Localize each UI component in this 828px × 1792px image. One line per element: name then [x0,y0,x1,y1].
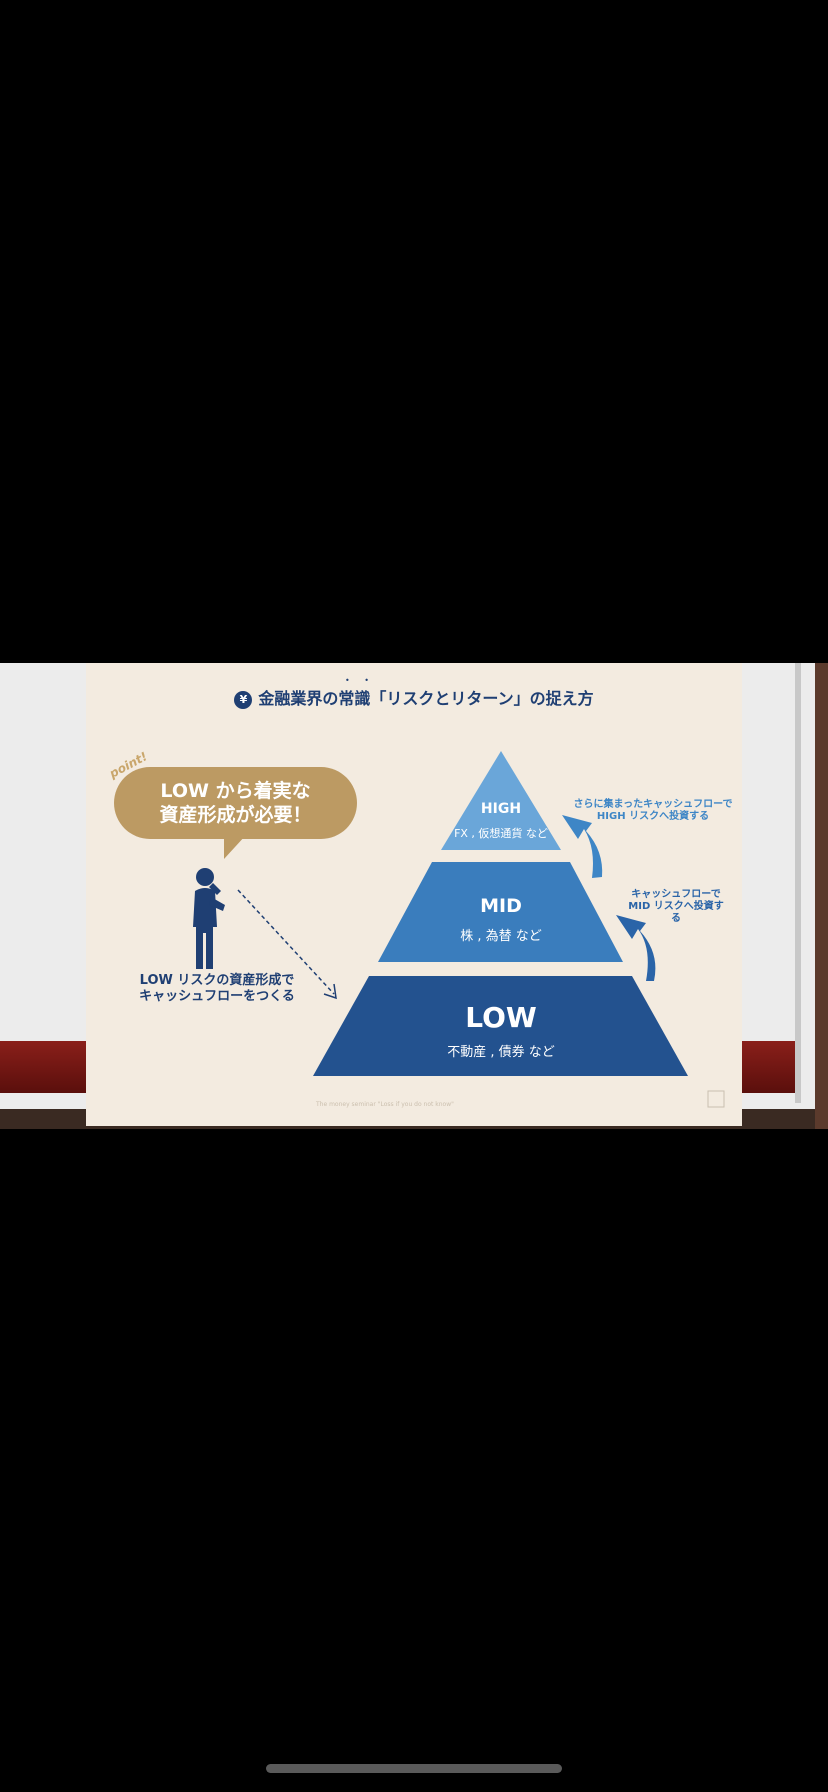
slide-title: ¥ 金融業界の常識「リスクとリターン」の捉え方 [86,685,742,709]
slide-title-text: 金融業界の常識「リスクとリターン」の捉え方 [258,689,594,708]
risk-pyramid [313,751,725,1108]
background-frame-left [0,663,90,1109]
expand-icon-frame [707,1090,725,1108]
background-frame-right [735,663,815,1109]
pyramid-tier-mid [378,862,623,962]
note-mid-line-2: MID リスクへ投資する [628,901,724,924]
expand-icon[interactable] [706,1093,724,1111]
background-border [795,663,801,1103]
note-high-line-1: さらに集まったキャッシュフローで [573,799,733,810]
slide-image[interactable]: • • ¥金融業界の常識「リスクとリターン」の捉え方 point! LOW から… [86,663,742,1126]
home-indicator[interactable] [266,1764,562,1773]
arrow-to-high-icon [562,815,603,878]
tier-high-sub: FX , 仮想通貨 など [454,827,548,840]
dashed-arrow [237,889,337,1000]
tier-low-label: LOW [465,1001,537,1034]
speech-bubble: LOW から着実な 資産形成が必要！ [114,767,357,839]
bubble-line-2: 資産形成が必要！ [159,804,312,826]
background-red-band-left [0,1041,90,1093]
bubble-line-1: LOW から着実な [160,780,311,802]
arrow-to-mid-icon [616,915,656,981]
slide-footer: The money seminar "Loss if you do not kn… [316,1101,454,1108]
emphasis-dots: • • [345,676,375,685]
note-mid-line-1: キャッシュフローで [631,889,721,900]
note-high-risk: さらに集まったキャッシュフローで HIGH リスクへ投資する [568,799,738,823]
tier-high-label: HIGH [480,801,522,817]
note-mid-risk: キャッシュフローで MID リスクへ投資する [626,889,726,925]
yen-icon: ¥ [234,691,253,709]
background-wall [815,663,828,1129]
bubble-tail [224,835,246,859]
note-high-line-2: HIGH リスクへ投資する [596,811,710,822]
tier-mid-sub: 株 , 為替 など [460,929,542,944]
tier-mid-label: MID [480,895,522,917]
pyramid-tier-low [313,976,688,1076]
pyramid-tier-high [441,751,561,850]
caption-line-1: LOW リスクの資産形成で [139,973,295,988]
caption-line-2: キャッシュフローをつくる [139,989,295,1004]
tier-low-sub: 不動産 , 債券 など [447,1045,555,1060]
thinking-person-icon [193,868,225,969]
caption-low-risk: LOW リスクの資産形成で キャッシュフローをつくる [122,973,312,1005]
background-red-band-right [735,1041,795,1093]
